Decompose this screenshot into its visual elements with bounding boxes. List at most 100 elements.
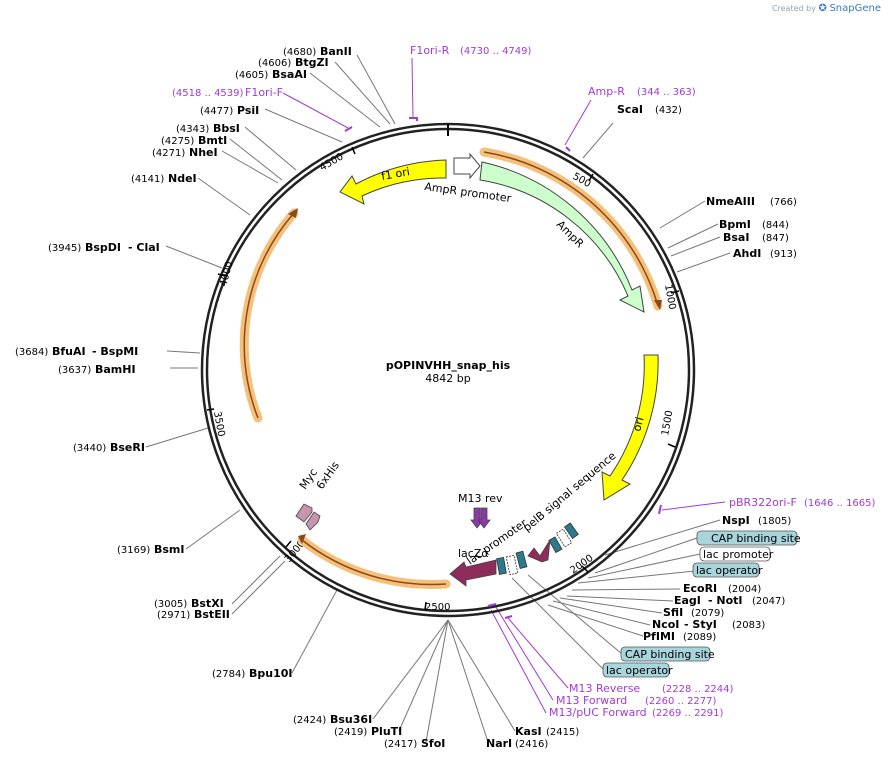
tick-label: 3500 (211, 411, 226, 438)
primer-pos: (344 .. 363) (637, 87, 696, 98)
site-pos: (4343) (176, 124, 209, 135)
tick-label: 2500 (425, 602, 450, 613)
site-name: NarI (486, 737, 512, 750)
primer-pos: (2269 .. 2291) (652, 708, 724, 719)
credit-prefix: Created by (771, 4, 816, 13)
site-name: BseRI (110, 441, 145, 454)
feature-lac-operator-2 (563, 522, 579, 540)
feature-lac-promoter-box-2 (555, 528, 573, 548)
feature-ori-label: ori (630, 416, 646, 433)
primer-pos: (2260 .. 2277) (645, 696, 717, 707)
boxed-label: CAP binding site (625, 648, 715, 661)
site-name-extra: - StyI (684, 618, 717, 631)
primer-leaders (282, 57, 726, 714)
site-name: SfoI (421, 737, 445, 750)
tick-label: 1000 (662, 284, 677, 311)
site-pos: (913) (770, 249, 797, 260)
site-name: BsmI (154, 543, 185, 556)
feature-ori (601, 354, 659, 501)
orf-ampr-line (483, 151, 659, 307)
feature-lacza-label: lacZα (458, 547, 489, 560)
feature-myc (295, 503, 313, 523)
site-pos: (847) (762, 233, 789, 244)
feature-lac-promoter-box (505, 554, 519, 576)
primer-label: M13/pUC Forward (549, 706, 647, 719)
site-pos: (2424) (293, 715, 326, 726)
site-pos: (1805) (758, 516, 791, 527)
primer-label: F1ori-F (245, 86, 283, 99)
feature-m13rev-arrow-2 (477, 507, 491, 529)
site-name: BsaAI (272, 68, 307, 81)
site-name: Bpu10I (249, 667, 293, 680)
site-pos: (4477) (200, 106, 233, 117)
boxed-label-bg (602, 662, 670, 678)
snapgene-logo-icon: ✪ (818, 3, 827, 14)
plasmid-name: pOPINVHH_snap_his (386, 359, 511, 372)
site-name: KasI (515, 725, 542, 738)
site-pos: (4606) (258, 58, 291, 69)
site-name: BstEII (194, 608, 230, 621)
feature-f1ori (339, 159, 447, 205)
primer-marks (344, 117, 662, 619)
credit-brand: SnapGene (829, 3, 881, 14)
primer-pos: (4730 .. 4749) (460, 46, 532, 57)
orf-ampr-arrowhead (654, 300, 662, 310)
primer-label: M13 Reverse (569, 682, 640, 695)
site-pos: (3005) (154, 599, 187, 610)
site-pos: (3637) (58, 365, 91, 376)
tick-label: 2000 (568, 553, 595, 577)
site-pos: (2784) (212, 669, 245, 680)
site-name: PfIMI (643, 630, 675, 643)
orf-bottom-arrowhead (298, 534, 306, 544)
site-pos: (3440) (73, 443, 106, 454)
site-pos: (4275) (161, 136, 194, 147)
boxed-label-bg (699, 546, 771, 562)
feature-his (305, 511, 321, 531)
orf-left-arrowhead (288, 208, 298, 218)
primer-pos: (4518 .. 4539) (172, 88, 244, 99)
site-name: AhdI (733, 247, 761, 260)
boxed-label: lac operator (696, 564, 763, 577)
site-pos: (2971) (157, 610, 190, 621)
site-name: NmeAIII (706, 195, 755, 208)
tick-marks (206, 146, 680, 611)
tick-label: 4500 (318, 151, 346, 173)
site-name: NheI (189, 146, 218, 159)
snapgene-credit: Created by ✪ SnapGene (772, 3, 881, 14)
site-name: BfuAI (52, 345, 86, 358)
site-pos: (2416) (515, 739, 548, 750)
feature-ampr (479, 161, 645, 313)
site-pos: (3684) (15, 347, 48, 358)
site-name: Bsu36I (330, 713, 372, 726)
tick-label: 4000 (218, 260, 235, 287)
site-name: NcoI (652, 618, 679, 631)
site-name: PluTI (371, 725, 402, 738)
site-pos: (4271) (152, 148, 185, 159)
site-pos: (2047) (752, 596, 785, 607)
boxed-label-bg (696, 530, 798, 546)
site-name: BpmI (719, 218, 751, 231)
site-name-extra: - NotI (708, 594, 743, 607)
primer-label: Amp-R (588, 85, 625, 98)
site-name: EagI (674, 594, 701, 607)
primer-label: pBR322ori-F (729, 496, 797, 509)
site-name: BmtI (198, 134, 227, 147)
site-name: BamHI (95, 363, 136, 376)
site-name-extra: - ClaI (128, 241, 160, 254)
site-name-extra: - BspMI (92, 345, 138, 358)
site-name: PsiI (237, 104, 259, 117)
boxed-label: CAP binding site (711, 532, 801, 545)
site-pos: (3169) (117, 545, 150, 556)
site-name: BspDI (85, 241, 121, 254)
boxed-label: lac promoter (703, 548, 774, 561)
boxed-label-bg (692, 562, 760, 578)
site-pos: (2079) (691, 608, 724, 619)
site-name: SfiI (663, 606, 683, 619)
site-pos: (2004) (728, 584, 761, 595)
site-name: BanII (320, 45, 352, 58)
site-name: EcoRI (683, 582, 717, 595)
site-name: NdeI (168, 172, 197, 185)
site-pos: (2415) (546, 727, 579, 738)
site-pos: (2083) (732, 620, 765, 631)
